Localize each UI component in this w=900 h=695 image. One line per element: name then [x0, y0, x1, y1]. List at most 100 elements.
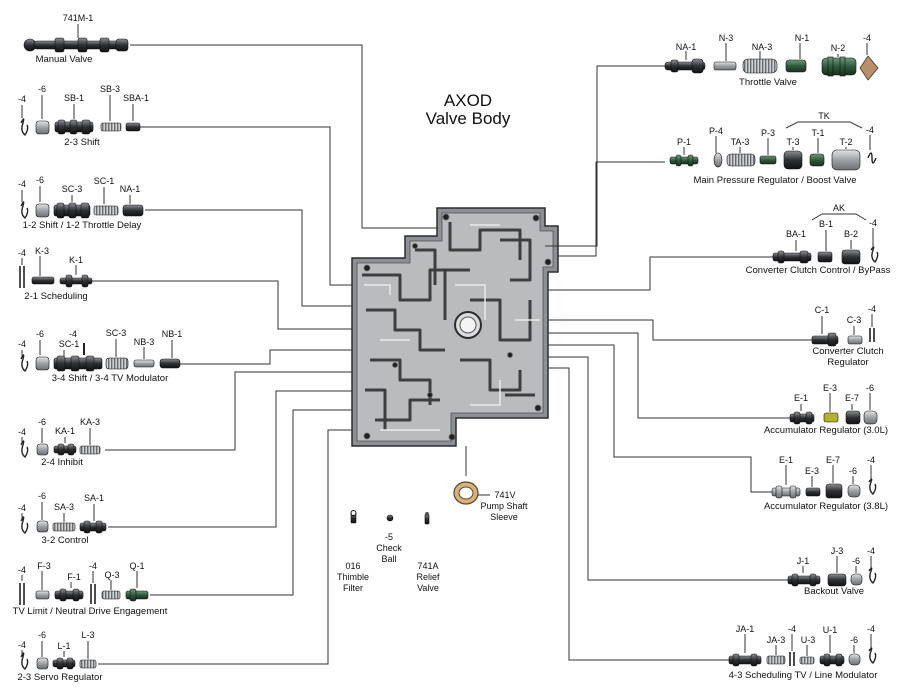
part-label: -4: [18, 248, 26, 258]
plug-part: [850, 573, 863, 586]
part-label: -6: [866, 383, 874, 393]
part-label: KA-3: [80, 417, 100, 427]
part-label: B-2: [844, 229, 858, 239]
main-pressure-regulator-group: TK P-1 P-4 TA-3 P-3 T-3 T-1 T-2 -4 Main …: [669, 111, 877, 186]
part-label: C-3: [847, 315, 862, 325]
part-label: E-1: [794, 393, 808, 403]
spring-e-3: [823, 412, 839, 423]
plug-part: [847, 484, 861, 498]
valve-e-1: [771, 485, 801, 499]
part-label: -4: [866, 125, 874, 135]
part-label: -5: [385, 532, 393, 542]
spring-sb-3: [100, 122, 122, 132]
scheduling-2-1-group: -4 K-3 K-1 2-1 Scheduling: [18, 246, 93, 302]
group-name-control-3-2: 3-2 Control: [42, 535, 89, 546]
part-label: -4: [18, 640, 26, 650]
part-label: SB-3: [100, 84, 120, 94]
retainer-clip-icon: [869, 328, 875, 342]
group-name-manual: Manual Valve: [36, 54, 93, 65]
plug-part: [863, 410, 878, 425]
part-label: E-3: [823, 383, 837, 393]
valve-sc-3: [53, 202, 91, 219]
valve-f-1: [54, 588, 84, 602]
plug-n-3: [713, 61, 737, 71]
retainer-clip-icon: [20, 440, 29, 459]
group-name-shift-3-4: 3-4 Shift / 3-4 TV Modulator: [52, 373, 169, 384]
part-label: L-1: [57, 641, 70, 651]
part-label: N-3: [719, 33, 734, 43]
part-label: -4: [868, 304, 876, 314]
valve-p-1: [669, 154, 699, 167]
spring-ta-3: [726, 153, 756, 167]
valve-ba-1: [772, 250, 812, 264]
part-label: -4: [89, 561, 97, 571]
part-label: Q-1: [129, 561, 144, 571]
sleeve-t-2: [831, 149, 861, 171]
retainer-clip-icon: [20, 118, 29, 137]
thimble-filter-part: 016 Thimble Filter: [337, 510, 369, 593]
part-label: T-2: [839, 137, 852, 147]
retainer-clip-icon: [789, 652, 795, 666]
valve-k-3: [31, 276, 55, 285]
valve-body-casting: [351, 207, 559, 447]
plug-f-3: [35, 590, 50, 600]
part-label: -4: [788, 624, 796, 634]
part-label: -6: [849, 466, 857, 476]
part-label: N-2: [831, 43, 846, 53]
retainer-clip-icon: [868, 478, 877, 496]
spring-sc-3: [105, 357, 129, 370]
part-label: P-1: [677, 137, 691, 147]
part-label: -4: [863, 33, 871, 43]
part-label: -4: [867, 455, 875, 465]
part-label: Ball: [381, 554, 396, 564]
valve-u-1: [819, 653, 845, 667]
spring-sa-3: [52, 522, 76, 532]
part-label: SB-1: [64, 93, 84, 103]
part-label: -4: [18, 339, 26, 349]
part-label: L-3: [81, 630, 94, 640]
plug-part: [35, 203, 50, 218]
part-label: JA-3: [767, 635, 786, 645]
retainer-plate-icon: [859, 55, 879, 81]
part-label: K-1: [69, 255, 83, 265]
part-label: -4: [867, 546, 875, 556]
part-label: P-3: [761, 128, 775, 138]
part-label: -6: [36, 329, 44, 339]
check-ball-part: -5 Check Ball: [376, 514, 402, 564]
spring-nb-3: [133, 359, 155, 368]
part-label: K-3: [35, 246, 49, 256]
retainer-clip-icon: [868, 647, 877, 665]
valve-j-3: [827, 573, 847, 587]
group-name-throttle: Throttle Valve: [739, 77, 797, 88]
valve-sa-1: [79, 520, 107, 534]
control-3-2-group: -4 -6 SA-3 SA-1 3-2 Control: [18, 491, 107, 546]
backout-valve-group: J-1 J-3 -6 -4 Backout Valve: [787, 546, 877, 597]
leader-lines: [92, 44, 812, 665]
bracket-label-tk: TK: [818, 111, 830, 121]
sleeve-t-3: [783, 150, 803, 170]
part-label: Filter: [343, 583, 363, 593]
plug-c-3: [847, 335, 863, 345]
part-label: Q-3: [104, 570, 119, 580]
part-label: C-1: [815, 305, 830, 315]
retainer-clip-icon: [20, 354, 29, 373]
part-label: NB-1: [162, 329, 183, 339]
valve-sb-1: [54, 119, 94, 135]
part-label: Thimble: [337, 572, 369, 582]
spring-ka-3: [79, 445, 101, 455]
tv-limit-group: -4 F-3 F-1 -4 Q-3 Q-1 TV Limit / Neutral…: [13, 561, 168, 617]
part-label: Relief: [416, 572, 440, 582]
spring-sc-1: [93, 205, 119, 216]
group-name-inhibit-2-4: 2-4 Inhibit: [41, 457, 83, 468]
group-name-converter-clutch-regulator-2: Regulator: [827, 357, 868, 368]
plug-part: [36, 657, 49, 670]
valve-nb-1: [159, 358, 181, 369]
accumulator-regulator-30-group: E-3 -6 E-1 E-7 Accumulator Regulator (3.…: [764, 383, 888, 436]
servo-regulator-2-3-group: -4 -6 L-1 L-3 2-3 Servo Regulator: [17, 630, 102, 683]
part-label: E-1: [779, 455, 793, 465]
pump-shaft-sleeve-part: 741V Pump Shaft Sleeve: [453, 481, 528, 522]
part-label: T-1: [811, 128, 824, 138]
part-label: F-1: [67, 572, 81, 582]
retainer-clip-icon: [20, 201, 29, 220]
part-label: F-3: [37, 561, 51, 571]
